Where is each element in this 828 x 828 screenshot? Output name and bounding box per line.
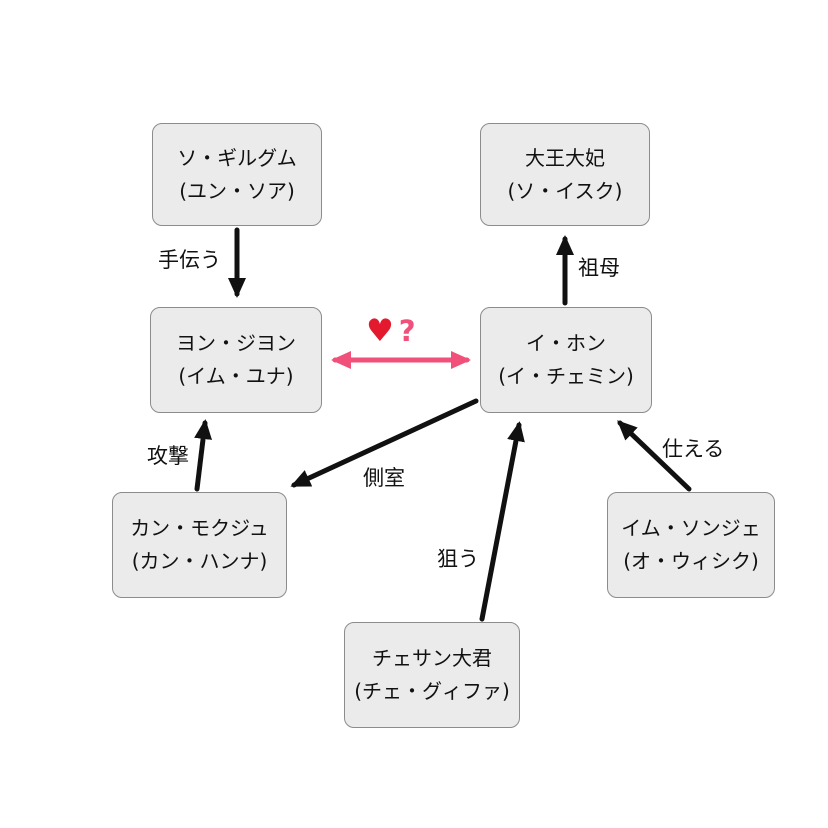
node-label: イ・ホン [526,331,606,355]
heart-icon: ♥ [366,313,394,349]
arrow-attack [194,419,213,492]
arrow-aim [479,421,525,622]
node-sublabel: (ソ・イスク) [507,178,623,203]
arrow-concubine [290,398,479,488]
node-chesan-daigun: チェサン大君 (チェ・グィファ) [344,622,520,728]
node-imu-sonje: イム・ソンジェ (オ・ウィシク) [607,492,775,598]
node-sublabel: (イ・チェミン) [498,364,634,388]
question-mark: ? [398,314,416,348]
edge-label-help: 手伝う [158,248,221,272]
node-sublabel: (チェ・グィファ) [354,679,510,703]
edge-label-attack: 攻撃 [147,444,189,468]
node-sublabel: (ユン・ソア) [179,178,295,203]
node-sublabel: (イム・ユナ) [178,364,294,388]
arrow-serve [617,420,692,492]
node-label: カン・モクジュ [130,516,269,540]
node-sublabel: (オ・ウィシク) [623,549,759,573]
node-label: ソ・ギルグム [177,145,297,170]
node-i-hon: イ・ホン (イ・チェミン) [480,307,652,413]
node-label: ヨン・ジヨン [176,331,296,355]
edge-label-serve: 仕える [662,437,725,461]
edge-label-grandmother: 祖母 [578,256,620,280]
node-kan-mokuju: カン・モクジュ (カン・ハンナ) [112,492,287,598]
love-annotation: ♥ ? [366,316,416,347]
node-so-gilgeum: ソ・ギルグム (ユン・ソア) [152,123,322,226]
node-label: 大王大妃 [525,145,605,170]
edge-label-concubine: 側室 [363,466,405,490]
node-label: チェサン大君 [372,646,492,670]
node-daiou-daihi: 大王大妃 (ソ・イスク) [480,123,650,226]
node-yon-jiyon: ヨン・ジヨン (イム・ユナ) [150,307,322,413]
node-sublabel: (カン・ハンナ) [131,549,268,573]
edge-label-aim: 狙う [437,547,479,571]
node-label: イム・ソンジェ [621,516,761,540]
